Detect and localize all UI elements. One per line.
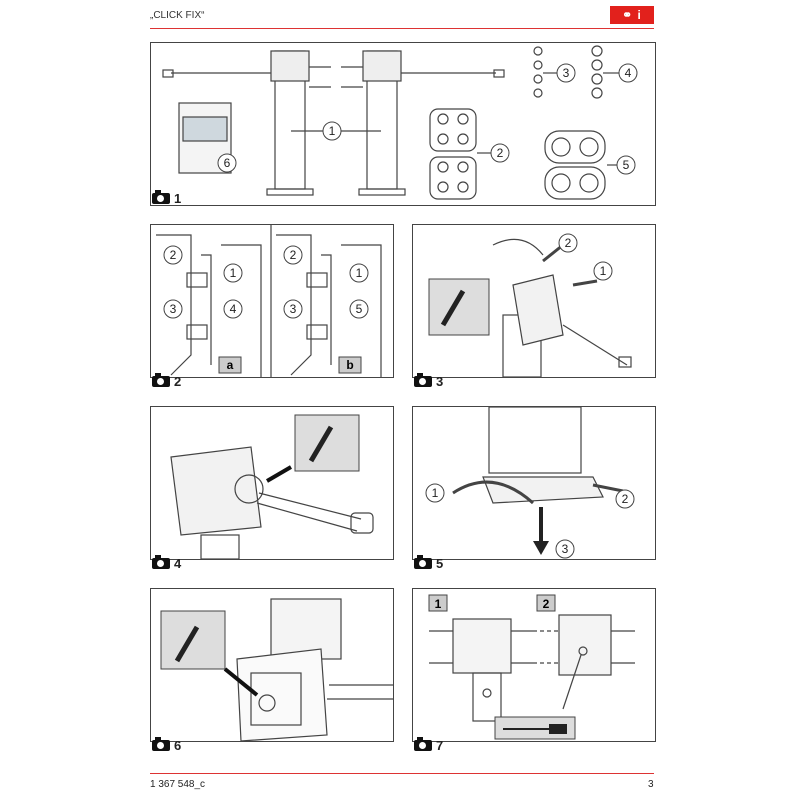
figure-1-callout: 1 (329, 124, 336, 138)
figure-2-panel: 2 1 3 4 2 1 3 5 a b (150, 224, 394, 378)
figure-4-drawing (170, 414, 374, 559)
figure-5-callout: 2 (622, 492, 629, 506)
figure-7-sublabel: 1 (435, 597, 442, 611)
figure-2-callout: 3 (290, 302, 297, 316)
header-rule (150, 28, 654, 29)
footer-rule (150, 773, 654, 774)
figure-5-callout: 1 (432, 486, 439, 500)
figure-3-caption: 3 (414, 373, 443, 389)
figure-5-drawing: 1 2 3 (425, 407, 635, 559)
figure-5-caption: 5 (414, 555, 443, 571)
figure-1-callout: 3 (563, 66, 570, 80)
camera-icon (414, 555, 432, 569)
figure-2-callout: 1 (230, 266, 237, 280)
figure-3-callout: 2 (565, 236, 572, 250)
figure-1-panel: 1 2 3 4 5 6 (150, 42, 656, 206)
figure-6-panel (150, 588, 394, 742)
figure-7-sublabel: 2 (543, 597, 550, 611)
sublabel-a: a (227, 358, 234, 372)
figure-2-callout: 1 (356, 266, 363, 280)
figure-4-panel (150, 406, 394, 560)
figure-2-callout: 3 (170, 302, 177, 316)
figure-2-caption: 2 (152, 373, 181, 389)
page-number: 3 (648, 779, 654, 790)
figure-6-drawing (160, 598, 393, 741)
camera-icon (414, 373, 432, 387)
camera-icon (152, 373, 170, 387)
figure-1-caption: 1 (152, 190, 181, 206)
figure-2-callout: 5 (356, 302, 363, 316)
header-title: „CLICK FIX“ (150, 10, 205, 21)
figure-5-callout: 3 (562, 542, 569, 556)
brand-logo: ⚭ i (610, 6, 654, 24)
figure-5-panel: 1 2 3 (412, 406, 656, 560)
figure-3-drawing: 2 1 (428, 233, 632, 377)
figure-2-callout: 4 (230, 302, 237, 316)
camera-icon (152, 190, 170, 204)
document-code: 1 367 548_c (150, 779, 206, 790)
figure-7-drawing: 1 2 (428, 594, 635, 740)
sublabel-b: b (346, 358, 353, 372)
figure-1-drawing: 1 2 3 4 5 6 (162, 45, 638, 200)
figure-1-callout: 6 (224, 156, 231, 170)
figure-2-callout: 2 (290, 248, 297, 262)
figure-1-callout: 5 (623, 158, 630, 172)
figure-1-callout: 4 (625, 66, 632, 80)
figure-6-caption: 6 (152, 737, 181, 753)
figure-3-panel: 2 1 (412, 224, 656, 378)
camera-icon (414, 737, 432, 751)
figure-4-caption: 4 (152, 555, 181, 571)
figure-7-panel: 1 2 (412, 588, 656, 742)
figure-1-callout: 2 (497, 146, 504, 160)
camera-icon (152, 555, 170, 569)
camera-icon (152, 737, 170, 751)
figure-2-drawing: 2 1 3 4 2 1 3 5 a b (156, 225, 382, 377)
figure-7-caption: 7 (414, 737, 443, 753)
figure-3-callout: 1 (600, 264, 607, 278)
figure-2-callout: 2 (170, 248, 177, 262)
